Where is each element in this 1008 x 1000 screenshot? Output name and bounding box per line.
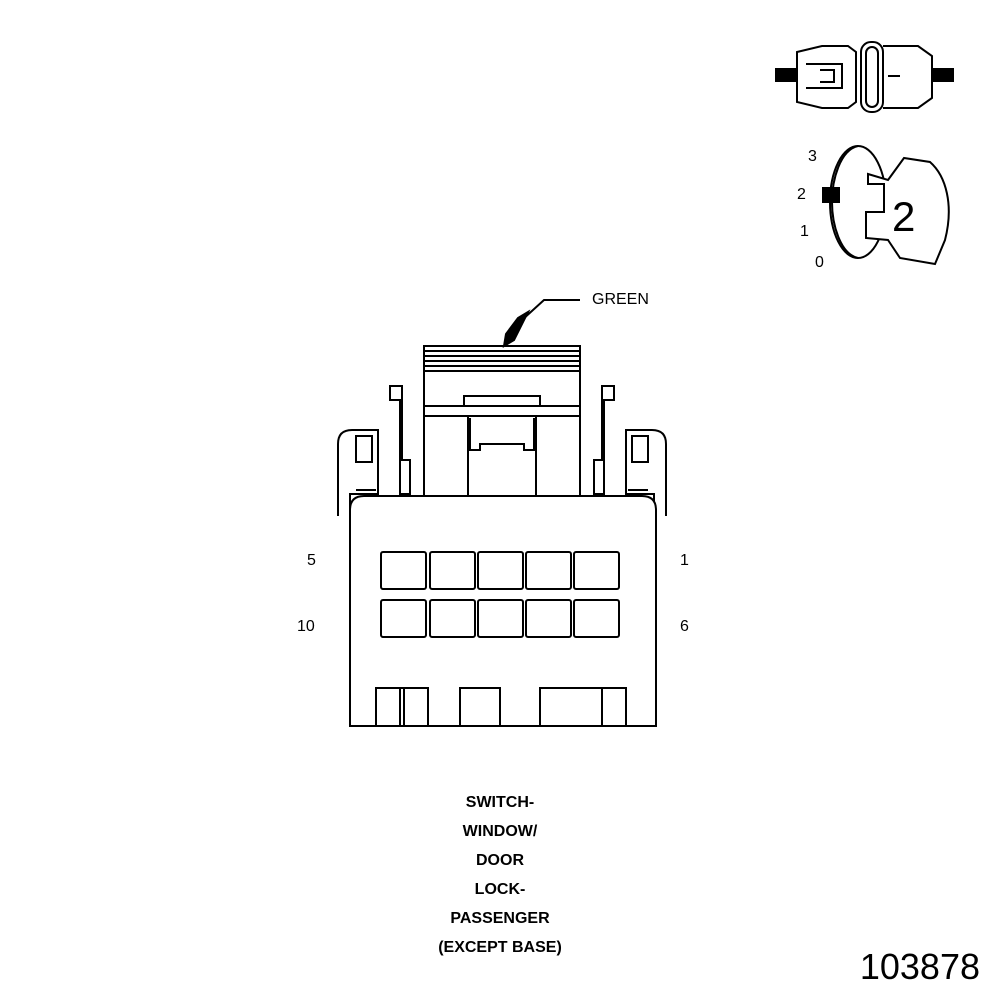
callout-arrow xyxy=(502,299,580,348)
scale-label-1: 1 xyxy=(800,223,809,240)
pin-label-5: 5 xyxy=(307,552,316,569)
scale-label-2: 2 xyxy=(797,186,806,203)
view-indicator-icon xyxy=(822,145,950,266)
pin-label-10: 10 xyxy=(297,618,315,635)
caption-line: PASSENGER xyxy=(450,910,550,927)
connector-side-view-icon xyxy=(775,41,954,113)
caption-line: WINDOW/ xyxy=(462,823,538,840)
wire-color-label: GREEN xyxy=(592,291,649,308)
caption-line: DOOR xyxy=(476,852,524,869)
scale-label-0: 0 xyxy=(815,254,824,271)
connector-face xyxy=(337,345,667,727)
caption: SWITCH- WINDOW/ DOOR LOCK- PASSENGER (EX… xyxy=(380,788,620,962)
caption-line: (EXCEPT BASE) xyxy=(438,939,562,956)
caption-line: SWITCH- xyxy=(465,794,535,811)
pin-label-6: 6 xyxy=(680,618,689,635)
pin-label-1: 1 xyxy=(680,552,689,569)
caption-line: LOCK- xyxy=(474,881,526,898)
figure-number: 103878 xyxy=(859,946,980,987)
scale-label-3: 3 xyxy=(808,148,817,165)
view-number: 2 xyxy=(892,193,916,240)
